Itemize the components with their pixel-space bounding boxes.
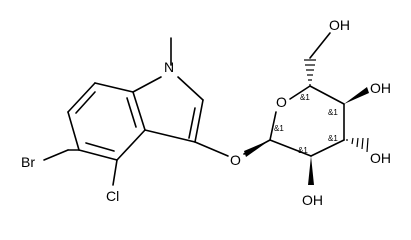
bond-c7a-n1: [132, 76, 162, 93]
atom-cl: Cl: [106, 188, 119, 204]
bond-c3a-c7a: [132, 91, 146, 131]
bond-c3-c3a: [144, 129, 196, 143]
bond-c4-c3a: [116, 129, 146, 161]
bond-ringo-c5: [289, 85, 311, 100]
bond-c3-o: [194, 141, 229, 157]
atom-glycosidic-o: O: [230, 152, 241, 168]
bond-c5-c4-inner: [85, 142, 115, 152]
structure-drawing: N Br Cl O O OH OH OH OH &1 &1 &1 &1 &1: [21, 17, 391, 208]
bond-c7-c6: [67, 82, 96, 113]
stereo-c3: &1: [328, 134, 338, 143]
bond-c3a-c7a-inner: [126, 97, 137, 128]
atom-ring-o: O: [276, 94, 287, 110]
bond-n1-c2: [177, 76, 204, 101]
atom-c4-oh: OH: [370, 80, 391, 96]
bond-c5-c4: [309, 85, 345, 105]
atom-c3-oh: OH: [370, 150, 391, 166]
hash-c5-ch2: [304, 59, 316, 86]
bond-c2-c3-inner: [188, 107, 196, 139]
bond-c2-c1: [269, 139, 312, 157]
bond-c7a-c7: [94, 82, 134, 93]
atom-br: Br: [21, 154, 35, 170]
bond-ch2-oh: [309, 32, 331, 59]
bond-c2-c3: [194, 99, 204, 143]
atom-n1: N: [164, 59, 174, 75]
bond-c6-c5: [67, 111, 80, 151]
hash-c3-oh: [346, 137, 369, 153]
stereo-c5: &1: [300, 93, 310, 102]
bond-c5-br: [43, 149, 69, 161]
atom-c2-oh: OH: [302, 192, 323, 208]
stereo-c4: &1: [328, 108, 338, 117]
molecule-structure: N Br Cl O O OH OH OH OH &1 &1 &1 &1 &1: [21, 17, 391, 208]
wedge-c2-oh: [308, 156, 314, 185]
pyrrole-ring: [132, 37, 204, 143]
stereo-c1: &1: [274, 124, 284, 133]
bond-c3-c2: [310, 139, 345, 157]
atom-ch2-oh: OH: [329, 17, 350, 33]
wedge-c1-o: [244, 140, 270, 157]
wedge-c4-oh: [344, 87, 369, 104]
bond-c1-ringo: [269, 111, 277, 141]
benzene-ring: [67, 82, 146, 161]
indole-substituents: [43, 141, 229, 186]
stereo-c2: &1: [298, 146, 308, 155]
bond-c4-cl: [112, 159, 118, 186]
bond-c7-c6-inner: [75, 91, 96, 114]
bond-c5-c4: [78, 149, 118, 161]
